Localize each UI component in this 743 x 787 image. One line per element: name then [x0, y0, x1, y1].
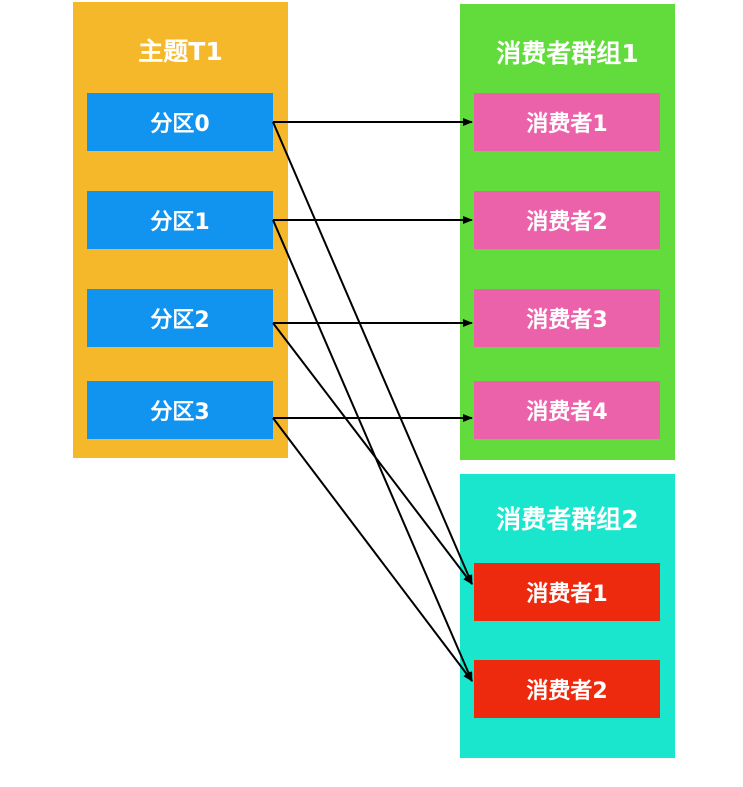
- arrow-p0-g2c1: [272, 121, 473, 585]
- partition-2: 分区2: [87, 289, 273, 347]
- group2-consumer-2: 消费者2: [474, 660, 660, 718]
- consumer-group-2-title: 消费者群组2: [496, 505, 639, 534]
- partition-1: 分区1: [87, 191, 273, 249]
- group1-consumer-3: 消费者3: [474, 289, 660, 347]
- arrow-p1-g2c2: [272, 219, 473, 682]
- group2-consumer-1: 消费者1: [474, 563, 660, 621]
- partition-0: 分区0: [87, 93, 273, 151]
- consumer-group-1-title: 消费者群组1: [496, 39, 639, 68]
- topic-title: 主题T1: [138, 37, 223, 66]
- group1-consumer-2: 消费者2: [474, 191, 660, 249]
- group1-consumer-1: 消费者1: [474, 93, 660, 151]
- partition-3: 分区3: [87, 381, 273, 439]
- group1-consumer-4: 消费者4: [474, 381, 660, 439]
- arrow-p3-g2c2: [272, 417, 473, 682]
- arrow-p2-g2c1: [272, 322, 473, 585]
